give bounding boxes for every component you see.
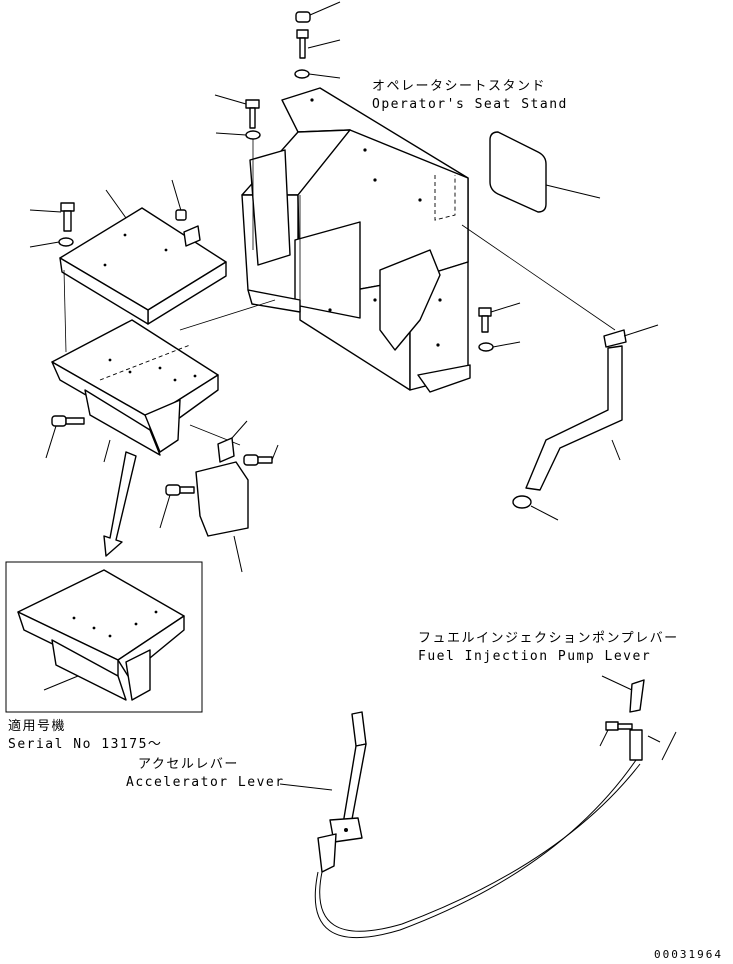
accelerator-label-jp: アクセルレバー [138,757,239,772]
accelerator-label-en: Accelerator Lever [126,775,285,790]
accelerator-assembly [279,675,677,939]
lever-tube-parts [461,224,659,521]
seat-stand-label-en: Operator's Seat Stand [372,97,568,112]
drawing-number: 00031964 [654,948,723,961]
fuel-lever-label-en: Fuel Injection Pump Lever [418,649,652,664]
inset-arrow [103,451,137,557]
cushion-pad [489,131,601,213]
cover-panel [29,179,227,353]
serial-label-en: Serial No 13175～ [8,737,163,752]
inset-box [5,561,203,713]
top-hardware [214,1,341,250]
seat-stand [241,87,471,393]
fuel-lever-label-jp: フュエルインジェクションポンプレバー [418,631,679,646]
step-bracket [45,299,276,463]
guard-plate [159,420,279,573]
seat-stand-label-jp: オペレータシートスタンド [372,79,547,94]
serial-label-jp: 適用号機 [8,719,67,734]
